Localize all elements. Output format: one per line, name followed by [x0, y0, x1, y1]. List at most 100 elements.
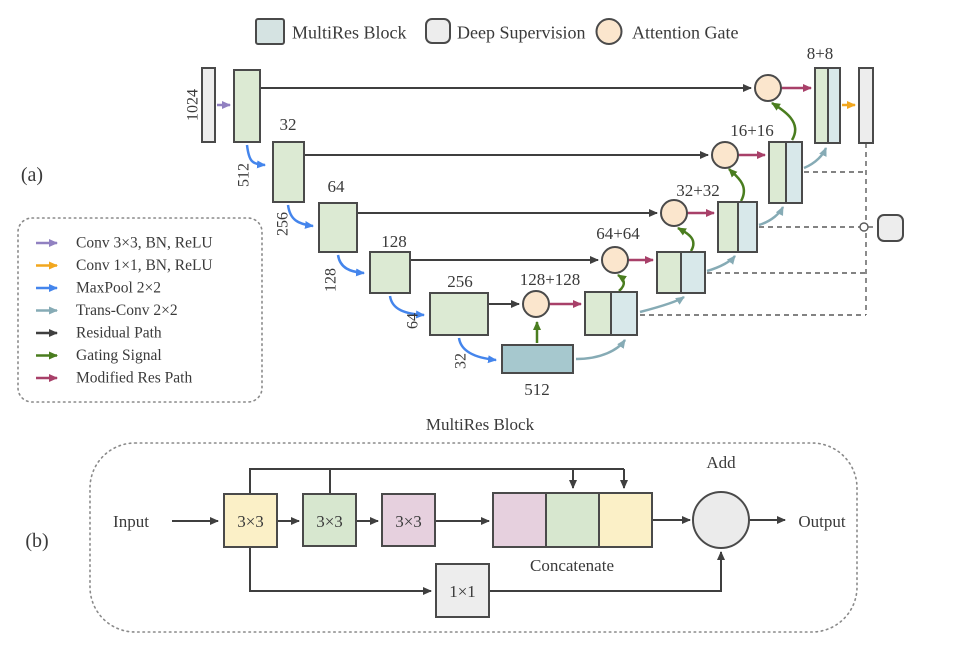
conv1-box — [435, 563, 490, 618]
transconv-arrow-2 — [758, 206, 785, 227]
arrow-legend-border — [17, 217, 263, 403]
top-legend: MultiRes Block Deep Supervision Attentio… — [255, 18, 738, 45]
input-label: Input — [113, 512, 149, 531]
decoder-3-skip-half — [717, 201, 739, 253]
block-b-title: MultiRes Block — [426, 415, 535, 434]
add-label: Add — [706, 453, 736, 472]
gating-arrow-1 — [771, 101, 797, 141]
gating-arrow-2 — [728, 168, 746, 202]
conv3-box-1-label: 3×3 — [237, 512, 264, 531]
conv3-box-3 — [381, 493, 436, 547]
maxpool-arrow-2 — [286, 204, 314, 229]
concat-segment-pink — [492, 492, 547, 548]
decoder-block-4 — [656, 251, 706, 294]
legend-modified-res-label: Modified Res Path — [76, 370, 192, 387]
transconv-arrow-4 — [639, 295, 685, 314]
gate-1-label: 8+8 — [807, 44, 834, 63]
conv3-box-2 — [302, 493, 357, 547]
pool-label-1: 512 — [236, 163, 253, 187]
conv3-box-2-label: 3×3 — [316, 512, 343, 531]
panel-a-label: (a) — [21, 164, 43, 186]
gating-arrow-4 — [617, 273, 627, 292]
decoder-block-2 — [768, 141, 803, 204]
input-layer — [201, 67, 216, 143]
transconv-arrow-5 — [575, 339, 627, 361]
skip-wire-top — [249, 468, 624, 494]
legend-conv3-label: Conv 3×3, BN, ReLU — [76, 235, 213, 252]
maxpool-arrow-4 — [388, 295, 425, 319]
decoder-1-skip-half — [814, 67, 829, 144]
conv3-box-1 — [223, 493, 278, 548]
legend-deep-supervision-label: Deep Supervision — [457, 23, 585, 43]
input-channels-label: 1024 — [185, 89, 202, 121]
encoder-block-1 — [233, 69, 261, 143]
encoder-block-4 — [369, 251, 411, 294]
encoder-block-2 — [272, 141, 305, 203]
arrow-legend: Conv 3×3, BN, ReLU Conv 1×1, BN, ReLU Ma… — [17, 217, 263, 403]
encoder-3-label: 64 — [328, 177, 346, 196]
gating-arrow-3 — [677, 226, 695, 252]
legend-residual-label: Residual Path — [76, 325, 162, 342]
attention-gate-3 — [660, 199, 688, 227]
panel-b-label: (b) — [25, 530, 48, 552]
decoder-block-5 — [584, 291, 638, 336]
legend-gating-label: Gating Signal — [76, 347, 162, 364]
decoder-2-skip-half — [768, 141, 787, 204]
attention-gate-1 — [754, 74, 782, 102]
output-label: Output — [798, 512, 846, 531]
multires-block-diagram: MultiRes Block Input 3×3 3×3 3×3 Concate… — [89, 415, 858, 633]
concatenate-block — [492, 492, 653, 548]
decoder-3-up-half — [737, 201, 758, 253]
decoder-2-up-half — [785, 141, 803, 204]
concatenate-label: Concatenate — [530, 556, 614, 575]
gate-5-label: 128+128 — [520, 270, 581, 289]
encoder-block-3 — [318, 202, 358, 253]
junction-node — [859, 222, 869, 232]
decoder-4-skip-half — [656, 251, 682, 294]
transconv-arrow-1 — [803, 147, 828, 170]
legend-attention-gate-label: Attention Gate — [632, 23, 738, 43]
maxpool-arrow-5 — [457, 337, 497, 364]
maxpool-arrow-1 — [245, 144, 266, 169]
concat-segment-green — [545, 492, 600, 548]
legend-conv1-label: Conv 1×1, BN, ReLU — [76, 257, 213, 274]
attention-gate-5 — [522, 290, 550, 318]
legend-multires-label: MultiRes Block — [292, 23, 407, 43]
encoder-2-label: 32 — [280, 115, 297, 134]
block-b-border — [89, 442, 858, 633]
decoder-block-1 — [814, 67, 841, 144]
decoder-1-up-half — [827, 67, 841, 144]
multires-block-swatch-icon — [255, 18, 285, 45]
decoder-block-3 — [717, 201, 758, 253]
decoder-5-skip-half — [584, 291, 612, 336]
deep-supervision-swatch-icon — [425, 18, 451, 44]
attention-gate-2 — [711, 141, 739, 169]
encoder-4-label: 128 — [381, 232, 407, 251]
deep-supervision-node — [877, 214, 904, 242]
residual-wire-to-1x1 — [249, 547, 432, 595]
bottleneck-block — [501, 344, 574, 374]
pool-label-3: 128 — [323, 268, 340, 292]
encoder-block-5 — [429, 292, 489, 336]
pool-label-4: 64 — [405, 313, 422, 329]
decoder-4-up-half — [680, 251, 706, 294]
legend-maxpool-label: MaxPool 2×2 — [76, 280, 161, 297]
decoder-5-up-half — [610, 291, 638, 336]
residual-wire-to-add — [489, 551, 725, 592]
pool-label-5: 32 — [453, 353, 470, 369]
legend-transconv-label: Trans-Conv 2×2 — [76, 302, 178, 319]
conv3-box-3-label: 3×3 — [395, 512, 422, 531]
transconv-arrow-3 — [706, 255, 736, 273]
gate-4-label: 64+64 — [596, 224, 640, 243]
conv1-box-label: 1×1 — [449, 582, 476, 601]
maxpool-arrow-3 — [336, 254, 365, 277]
attention-gate-swatch-icon — [595, 18, 623, 45]
attention-gate-4 — [601, 246, 629, 274]
bottleneck-label: 512 — [524, 380, 550, 399]
add-node — [692, 491, 750, 549]
unet-diagram: 1024 32 64 128 256 512 256 128 64 32 512… — [185, 44, 904, 399]
gate-3-label: 32+32 — [676, 181, 720, 200]
concat-segment-yellow — [598, 492, 653, 548]
